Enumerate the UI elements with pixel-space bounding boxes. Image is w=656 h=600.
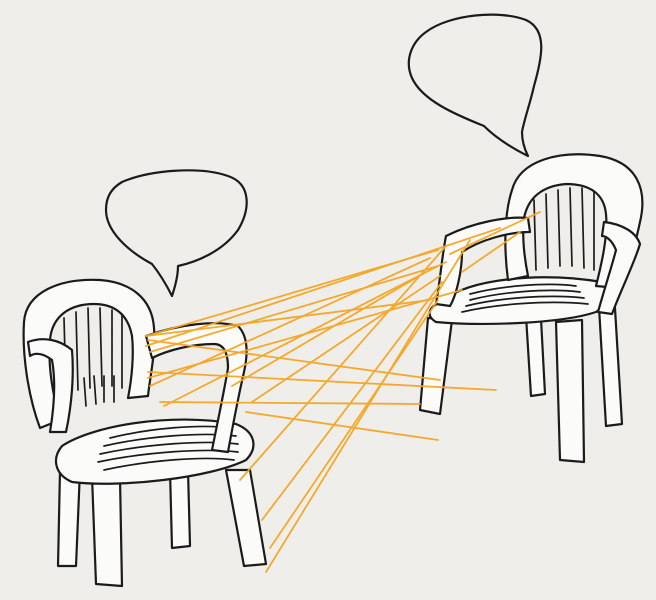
- two-chairs-illustration: [0, 0, 656, 600]
- illustration-canvas: [0, 0, 656, 600]
